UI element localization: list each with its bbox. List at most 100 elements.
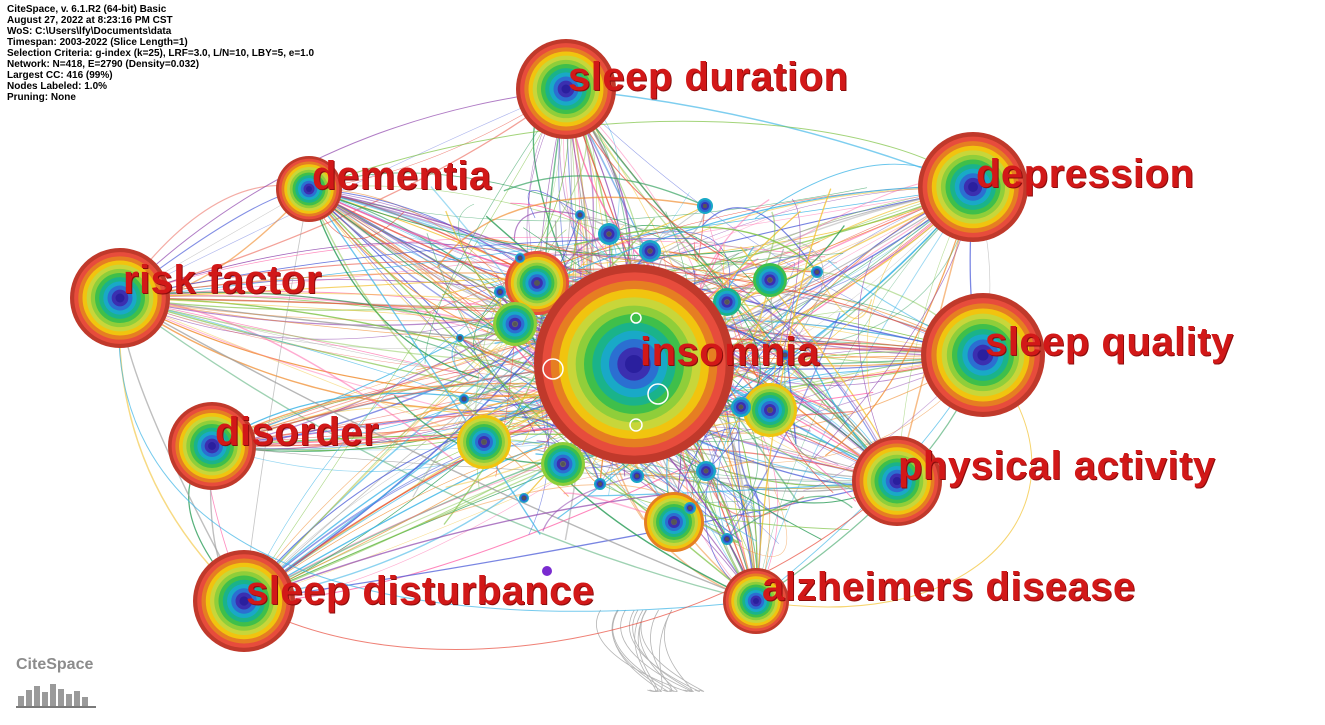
info-line: Timespan: 2003-2022 (Slice Length=1) (7, 37, 188, 48)
node-core (703, 204, 707, 208)
info-line: Pruning: None (7, 92, 76, 103)
minor-node (696, 461, 716, 481)
minor-node (515, 253, 525, 263)
node-core (635, 474, 639, 478)
node-core (648, 249, 652, 253)
node-core (115, 293, 125, 303)
minor-node (459, 394, 469, 404)
network-edge (513, 210, 581, 241)
node-core (458, 336, 462, 340)
node-core (892, 476, 902, 486)
node-core (725, 537, 729, 541)
network-edge (755, 186, 974, 602)
minor-node (684, 502, 696, 514)
minor-node (519, 493, 529, 503)
network-edge (119, 236, 826, 299)
node-halo (647, 383, 669, 405)
node-alzheimers-disease (723, 568, 789, 634)
label-alzheimers-disease: alzheimers disease (762, 565, 1136, 609)
network-edge (119, 297, 540, 340)
minor-node (721, 533, 733, 545)
minor-node (697, 198, 713, 214)
node-core (607, 232, 611, 236)
node-dementia (276, 156, 342, 222)
minor-node (541, 442, 585, 486)
node-sleep-quality (921, 293, 1045, 417)
minor-node (630, 469, 644, 483)
label-disorder: disorder (215, 410, 380, 454)
network-edge (565, 88, 984, 356)
network-edge (701, 207, 818, 273)
node-core (783, 353, 787, 357)
node-core (768, 278, 772, 282)
network-edge (565, 88, 898, 482)
network-edge (755, 354, 1033, 608)
node-core (753, 598, 759, 604)
network-edge (119, 297, 757, 602)
network-edge (308, 188, 748, 257)
node-core (518, 256, 522, 260)
info-line: Network: N=418, E=2790 (Density=0.032) (7, 59, 200, 70)
major-nodes (70, 39, 1045, 652)
node-core (815, 270, 819, 274)
network-edge (527, 190, 581, 219)
network-edge (612, 609, 675, 692)
minor-node (505, 251, 569, 315)
network-edge (726, 495, 853, 540)
node-halo (630, 312, 642, 324)
node-core (688, 506, 692, 510)
node-core (739, 405, 743, 409)
label-risk-factor: risk factor (123, 258, 322, 302)
network-edge (119, 297, 554, 413)
minor-node (753, 263, 787, 297)
minor-node (494, 286, 506, 298)
network-edge (709, 225, 771, 411)
node-halo (542, 358, 564, 380)
info-line: Largest CC: 416 (99%) (7, 70, 113, 81)
info-line: Selection Criteria: g-index (k=25), LRF=… (7, 48, 315, 59)
node-core (598, 482, 602, 486)
node-core (578, 213, 582, 217)
network-edge (640, 609, 705, 692)
minor-node (594, 478, 606, 490)
node-depression (918, 132, 1028, 242)
network-edge (565, 88, 974, 188)
network-edge (243, 322, 562, 602)
minor-node (731, 397, 751, 417)
node-core (561, 84, 571, 94)
node-core (498, 290, 502, 294)
minor-node (811, 266, 823, 278)
minor-node (644, 492, 704, 552)
node-core (481, 439, 487, 445)
minor-node (542, 566, 552, 576)
network-edge (542, 475, 638, 532)
network-edge (243, 441, 546, 602)
node-core (625, 355, 643, 373)
minor-node (457, 415, 511, 469)
network-edge (119, 242, 560, 299)
label-dementia: dementia (312, 154, 492, 198)
node-core (968, 182, 978, 192)
node-insomnia (534, 264, 734, 464)
node-core (561, 462, 565, 466)
network-edge (770, 248, 786, 356)
network-edge (596, 609, 688, 692)
label-sleep-disturbance: sleep disturbance (246, 569, 595, 613)
network-edge (634, 609, 656, 692)
minor-node (456, 334, 464, 342)
node-core (522, 496, 526, 500)
network-edge (639, 609, 678, 692)
node-core (767, 407, 773, 413)
network-edge (697, 470, 788, 511)
info-line: Nodes Labeled: 1.0% (7, 81, 108, 92)
minor-node (713, 288, 741, 316)
node-core (671, 519, 677, 525)
skyline-icon (16, 684, 96, 708)
network-edge (436, 196, 706, 268)
node-sleep-disturbance (193, 550, 295, 652)
label-insomnia: insomnia (640, 330, 820, 374)
network-edge (451, 337, 469, 382)
minor-node (493, 302, 537, 346)
